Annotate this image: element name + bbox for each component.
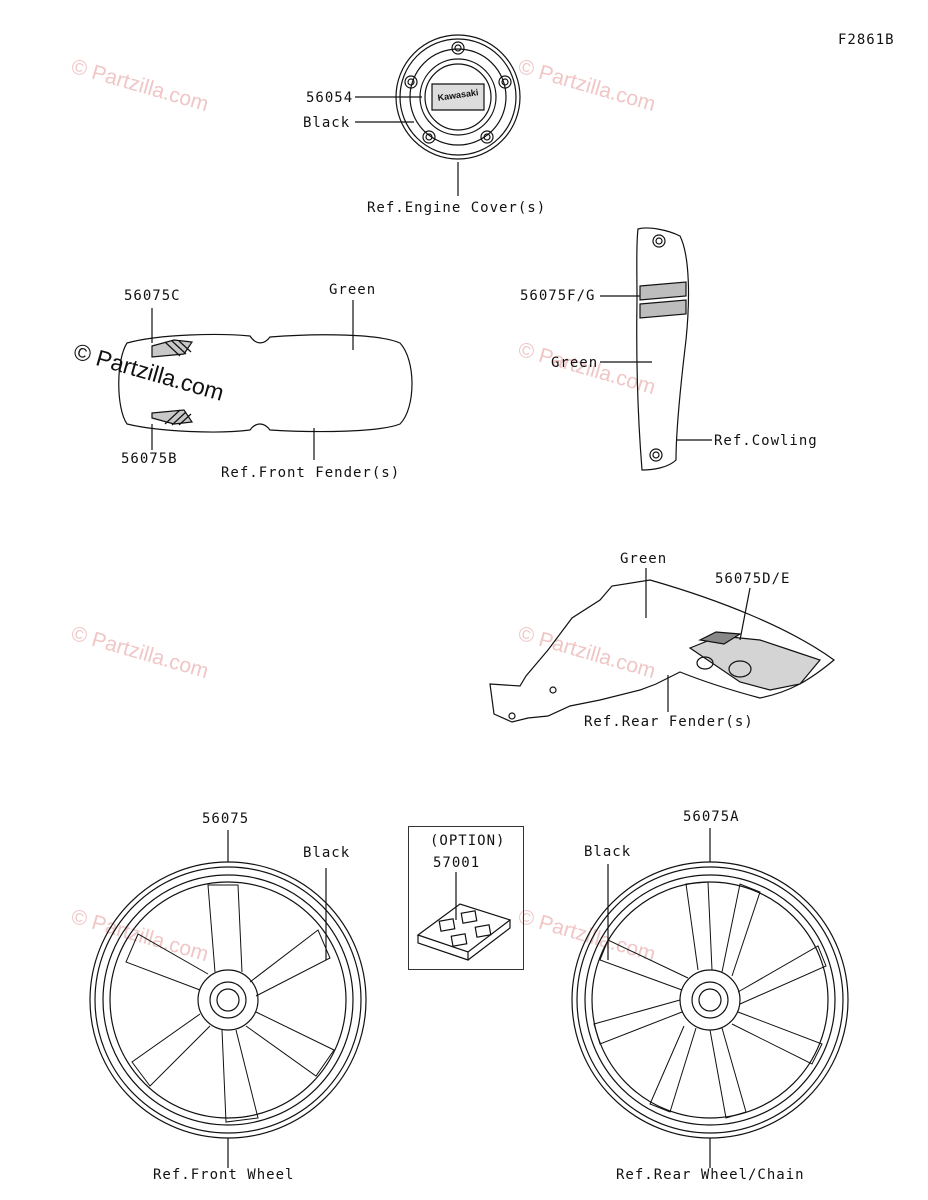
rear-fender-drawing [489, 568, 835, 723]
rear-fender-color: Green [620, 551, 668, 567]
engine-cover-color: Black [303, 115, 351, 131]
cowling-color: Green [551, 355, 599, 371]
engine-cover-ref: Ref.Engine Cover(s) [367, 200, 547, 216]
option-box [408, 826, 524, 970]
front-fender-color: Green [329, 282, 377, 298]
engine-cover-part-number: 56054 [306, 90, 354, 106]
front-wheel-drawing [89, 830, 367, 1168]
cowling-ref: Ref.Cowling [714, 433, 818, 449]
front-fender-part-top: 56075C [124, 288, 181, 304]
cowling-drawing [600, 227, 712, 471]
rear-fender-ref: Ref.Rear Fender(s) [584, 714, 754, 730]
front-wheel-ref: Ref.Front Wheel [153, 1167, 295, 1183]
option-label: (OPTION) [430, 833, 506, 849]
front-fender-part-bottom: 56075B [121, 451, 178, 467]
rear-wheel-part-number: 56075A [683, 809, 740, 825]
option-part-drawing [416, 872, 512, 961]
front-wheel-color: Black [303, 845, 351, 861]
front-fender-drawing [118, 300, 413, 460]
rear-wheel-color: Black [584, 844, 632, 860]
cowling-part-number: 56075F/G [520, 288, 596, 304]
engine-cover-drawing [355, 34, 521, 196]
rear-wheel-drawing [571, 828, 849, 1168]
rear-fender-part-number: 56075D/E [715, 571, 791, 587]
front-fender-ref: Ref.Front Fender(s) [221, 465, 401, 481]
front-wheel-part-number: 56075 [202, 811, 250, 827]
figure-id: F2861B [838, 32, 895, 48]
option-part-number: 57001 [433, 855, 481, 871]
rear-wheel-ref: Ref.Rear Wheel/Chain [616, 1167, 805, 1183]
